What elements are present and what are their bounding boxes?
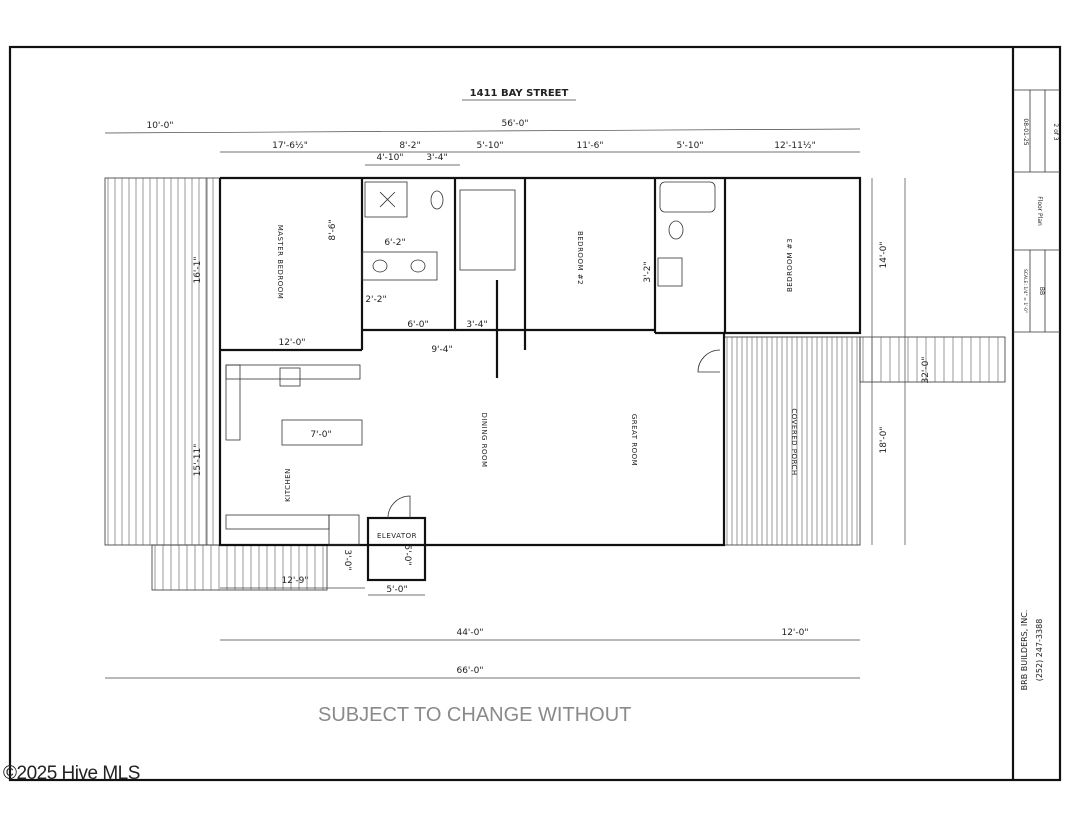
room-kitchen: KITCHEN <box>284 468 292 502</box>
dim-house: 44'-0" <box>456 628 483 638</box>
dim-interior: 6'-2" <box>384 238 405 248</box>
builder-name: BRB BUILDERS, INC. <box>1020 610 1029 691</box>
dim-elevator-offset: 3'-0" <box>342 549 352 570</box>
deck-left <box>104 177 328 591</box>
dim-seg-6: 12'-11½" <box>774 141 816 151</box>
dim-interior: 12'-0" <box>278 338 305 348</box>
room-dining: DINING ROOM <box>480 412 488 467</box>
dim-interior: 3'-2" <box>643 261 653 282</box>
room-bedroom-3: BEDROOM #3 <box>786 238 794 292</box>
room-master-bedroom: MASTER BEDROOM <box>276 225 284 300</box>
dim-seg-5: 5'-10" <box>676 141 703 151</box>
dim-interior: 6'-0" <box>407 320 428 330</box>
dim-interior: 3'-4" <box>466 320 487 330</box>
title-block-drawn-by: BB <box>1038 287 1045 295</box>
title-block-sheet: 2 of 3 <box>1052 123 1059 140</box>
room-bedroom-2: BEDROOM #2 <box>576 231 584 285</box>
sheet-border <box>8 45 1062 782</box>
dim-elevator-width: 5'-0" <box>386 585 407 595</box>
dim-seg-4: 11'-6" <box>576 141 603 151</box>
building-walls <box>218 176 862 582</box>
dim-seg-3: 5'-10" <box>476 141 503 151</box>
dim-sub-1: 4'-10" <box>376 153 403 163</box>
dim-deck: 10'-0" <box>146 121 173 131</box>
dim-seg-1: 17'-6½" <box>272 141 308 151</box>
watermark: ©2025 Hive MLS <box>3 763 140 784</box>
dim-overall-bottom: 66'-0" <box>456 666 483 676</box>
dim-sub-2: 3'-4" <box>426 153 447 163</box>
room-elevator: ELEVATOR <box>377 532 417 540</box>
dim-interior: 7'-0" <box>310 430 331 440</box>
dim-interior: 5'-0" <box>402 544 412 565</box>
dim-right-lower: 18'-0" <box>879 426 889 453</box>
dim-right-overall: 32'-0" <box>921 356 931 383</box>
title-block-date: 08-01-25 <box>1022 118 1029 145</box>
room-covered-porch: COVERED PORCH <box>790 408 798 475</box>
dim-interior: 8'-6" <box>328 219 338 240</box>
notice-text: SUBJECT TO CHANGE WITHOUT <box>318 704 632 726</box>
covered-porch <box>723 336 861 546</box>
dim-porch: 12'-0" <box>781 628 808 638</box>
dim-deck-width: 12'-9" <box>281 576 308 586</box>
dim-deck-lower: 15'-11" <box>193 444 203 477</box>
title-block: 08-01-25 2 of 3 Floor Plan SCALE: 1/4" =… <box>1011 47 1060 780</box>
dim-right-upper: 14'-0" <box>879 241 889 268</box>
title-block-scale: SCALE: 1/4" = 1'-0" <box>1022 269 1028 313</box>
stairs-right <box>859 336 1006 383</box>
dim-deck-upper: 16'-1" <box>193 256 203 283</box>
room-great-room: GREAT ROOM <box>630 414 638 466</box>
dimension-lines <box>104 128 906 679</box>
dim-seg-2: 8'-2" <box>399 141 420 151</box>
drawing-title: 1411 BAY STREET <box>470 88 569 99</box>
dim-overall-top: 56'-0" <box>501 119 528 129</box>
dim-interior: 9'-4" <box>431 345 452 355</box>
title-block-drawing: Floor Plan <box>1036 196 1043 226</box>
builder-phone: (252) 247-3388 <box>1035 619 1044 682</box>
dim-interior: 2'-2" <box>365 295 386 305</box>
